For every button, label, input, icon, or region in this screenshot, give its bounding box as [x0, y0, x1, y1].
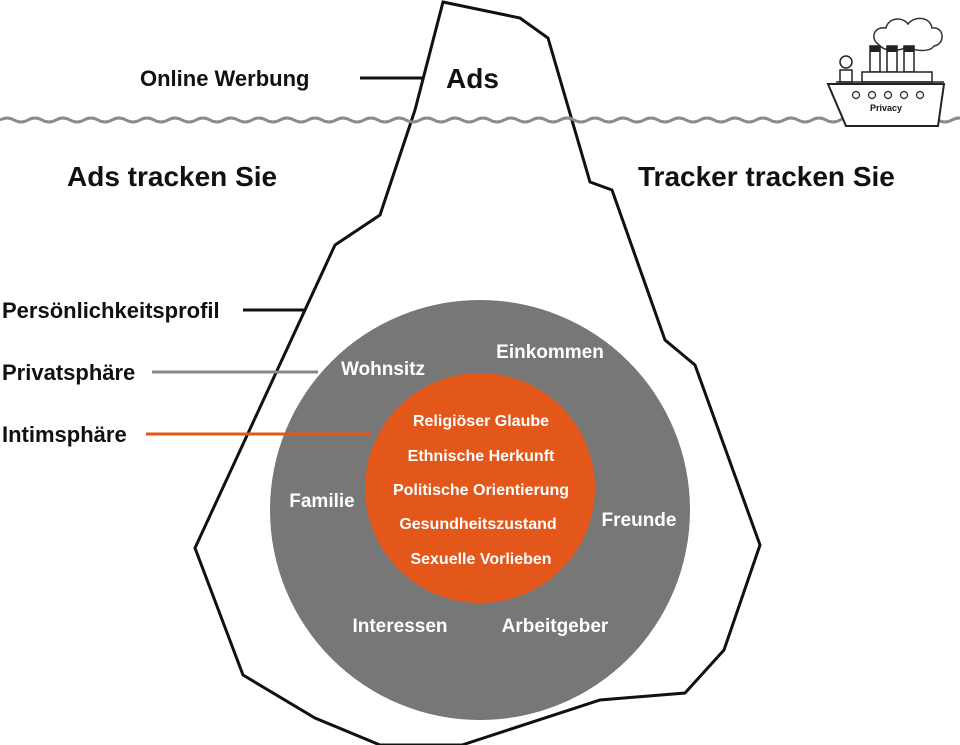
private-item-interessen: Interessen	[352, 616, 447, 637]
intimate-item: Politische Orientierung	[393, 482, 569, 499]
online-werbung-label: Online Werbung	[140, 66, 309, 91]
intimate-item: Gesundheitszustand	[399, 516, 556, 533]
intimate-sphere-circle	[365, 373, 595, 603]
intimsphaere-label: Intimsphäre	[2, 422, 127, 447]
tracker-tracken-heading: Tracker tracken Sie	[638, 161, 895, 192]
ship-privacy-label: Privacy	[870, 103, 902, 113]
persoenlichkeitsprofil-label: Persönlichkeitsprofil	[2, 298, 220, 323]
private-item-arbeitgeber: Arbeitgeber	[502, 616, 609, 637]
ads-tracken-heading: Ads tracken Sie	[67, 161, 277, 192]
privacy-ship-icon: Privacy	[826, 17, 946, 127]
intimate-item: Sexuelle Vorlieben	[410, 551, 551, 568]
private-item-einkommen: Einkommen	[496, 342, 604, 363]
private-item-freunde: Freunde	[602, 510, 677, 531]
private-item-wohnsitz: Wohnsitz	[341, 359, 425, 380]
person-icon	[839, 55, 853, 69]
intimate-item: Religiöser Glaube	[413, 413, 549, 430]
privatsphaere-label: Privatsphäre	[2, 360, 135, 385]
private-item-familie: Familie	[289, 491, 354, 512]
ads-label: Ads	[446, 63, 499, 94]
intimate-item: Ethnische Herkunft	[408, 448, 555, 465]
water-line	[0, 116, 960, 124]
